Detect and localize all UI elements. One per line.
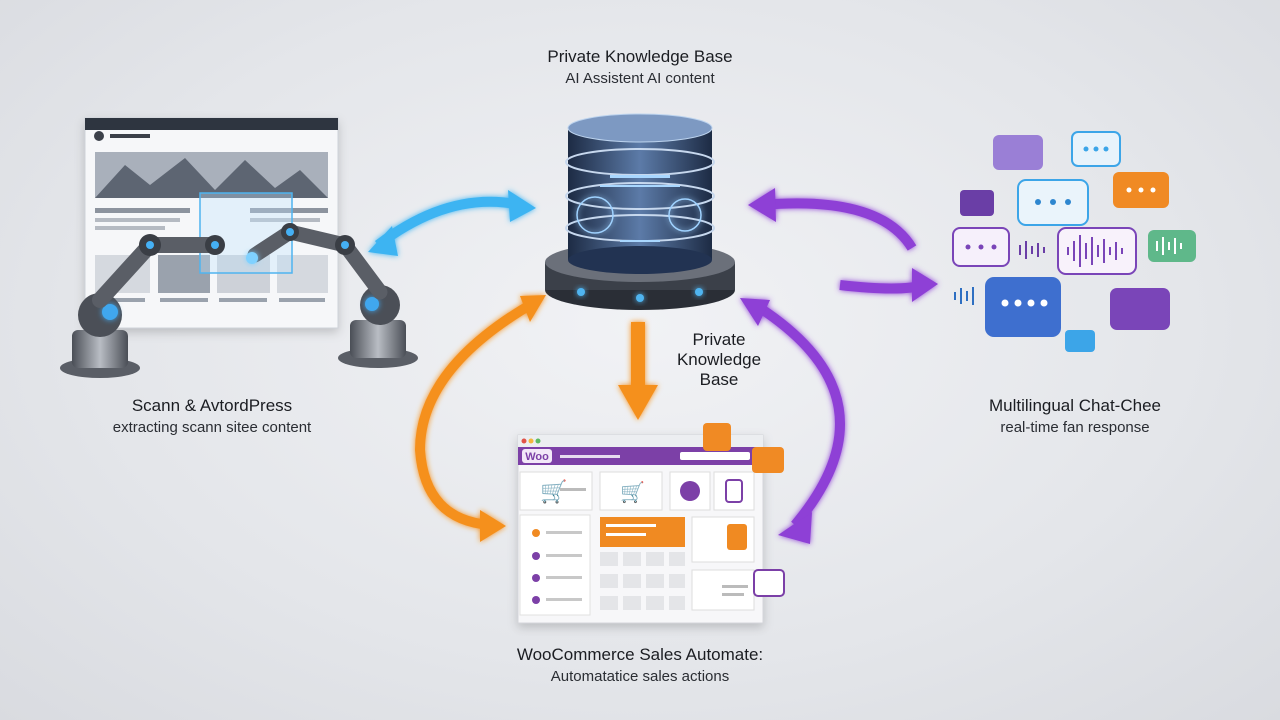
- chat-bubble-icon: [1113, 172, 1169, 208]
- chat-bubble-icon: [1110, 288, 1170, 330]
- bottom-node-caption: WooCommerce Sales Automate: Automatatice…: [470, 645, 810, 685]
- cart-icon: 🛒: [540, 479, 567, 505]
- center-caption: Private Knowledge Base: [664, 330, 774, 390]
- cart-icon: 🛒: [620, 480, 645, 504]
- center-caption-line3: Base: [699, 370, 739, 389]
- chat-bubble-icon: [993, 135, 1043, 170]
- chat-bubble-icon: [952, 227, 1010, 267]
- chat-bubble-icon: [1065, 330, 1095, 352]
- left-node-title: Scann & AvtordPress: [131, 396, 293, 415]
- top-node-caption: Private Knowledge Base AI Assistent AI c…: [490, 47, 790, 87]
- top-node-title: Private Knowledge Base: [547, 47, 733, 66]
- left-node-subtitle: extracting scann sitee content: [112, 419, 312, 436]
- price-tag-icon: [727, 524, 747, 550]
- knowledge-base-database-icon: [545, 113, 735, 310]
- purple-bottom-arrow: [740, 298, 845, 544]
- wordpress-browser-window: [84, 117, 339, 329]
- right-robot-arm: [246, 223, 418, 368]
- left-robot-arm: [60, 234, 225, 378]
- right-node-title: Multilingual Chat-Chee: [989, 396, 1161, 415]
- bottom-node-subtitle: Automatatice sales actions: [550, 668, 730, 685]
- orange-curved-arrow: [414, 295, 546, 542]
- right-node-subtitle: real-time fan response: [1000, 419, 1150, 436]
- top-node-subtitle: AI Assistent AI content: [565, 70, 715, 87]
- chat-bubble-icon: [1071, 131, 1121, 167]
- woo-logo-text: Woo: [525, 451, 549, 463]
- woo-logo: [522, 449, 552, 463]
- chat-bubbles-cluster: [952, 131, 1196, 352]
- purple-top-arrow: [748, 188, 938, 302]
- audio-waveform-icon: [1057, 227, 1137, 275]
- tag-icon: [725, 479, 743, 503]
- chat-bubble-icon: [985, 277, 1061, 337]
- chat-bubble-icon: [960, 190, 994, 216]
- tag-badge-icon: [703, 423, 731, 451]
- woocommerce-dashboard-window: Woo 🛒 🛒: [517, 434, 764, 624]
- chat-bubble-icon: [1148, 230, 1196, 262]
- center-caption-line1: Private: [692, 330, 746, 349]
- orange-down-arrow: [618, 322, 658, 420]
- bottom-node-title: WooCommerce Sales Automate:: [516, 645, 764, 664]
- wordpress-logo-icon: [94, 131, 104, 141]
- user-icon: [680, 481, 700, 501]
- blue-bidirectional-arrow: [368, 190, 536, 256]
- center-caption-line2: Knowledge: [676, 350, 762, 369]
- chat-bubble-icon: [1017, 179, 1089, 226]
- floating-badges: [703, 423, 785, 597]
- left-node-caption: Scann & AvtordPress extracting scann sit…: [62, 396, 362, 436]
- truck-badge-icon: [752, 447, 784, 473]
- right-node-caption: Multilingual Chat-Chee real-time fan res…: [925, 396, 1225, 436]
- cart-badge-icon: [753, 569, 785, 597]
